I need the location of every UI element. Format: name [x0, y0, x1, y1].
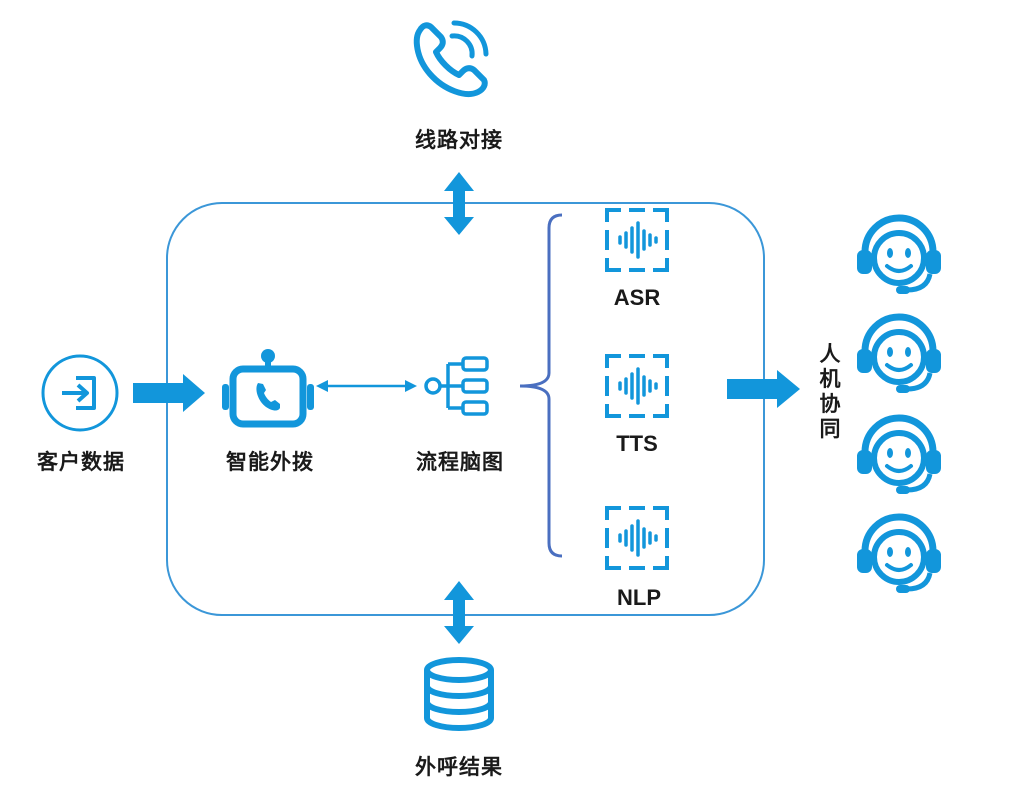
agent-headset-icon: [857, 218, 941, 294]
voice-wave-icon: [605, 506, 669, 570]
tts-label: TTS: [616, 431, 658, 456]
mind-map-icon: [424, 356, 489, 416]
voice-wave-icon: [605, 354, 669, 418]
call-result-label: 外呼结果: [415, 755, 503, 779]
bidirectional-arrow: [316, 380, 417, 392]
human-collab-label: 人机协同: [819, 342, 841, 441]
bracket: [519, 213, 563, 558]
platform-boundary: [166, 202, 765, 616]
agent-headset-icon: [857, 418, 941, 494]
customer-data-label: 客户数据: [37, 450, 125, 474]
import-icon: [41, 354, 119, 432]
flow-map-label: 流程脑图: [416, 450, 504, 474]
input-arrow: [133, 374, 205, 412]
line-connect-label: 线路对接: [415, 128, 503, 152]
top-double-arrow: [444, 172, 474, 235]
robot-phone-icon: [222, 349, 314, 428]
smart-dial-label: 智能外拨: [226, 450, 314, 474]
phone-icon: [413, 20, 489, 97]
asr-label: ASR: [613, 285, 661, 310]
agent-headset-icon: [857, 317, 941, 393]
voice-wave-icon: [605, 208, 669, 272]
database-icon: [424, 657, 494, 731]
agent-headset-icon: [857, 517, 941, 593]
nlp-label: NLP: [617, 585, 661, 610]
bottom-double-arrow: [444, 581, 474, 644]
output-arrow: [727, 370, 800, 408]
